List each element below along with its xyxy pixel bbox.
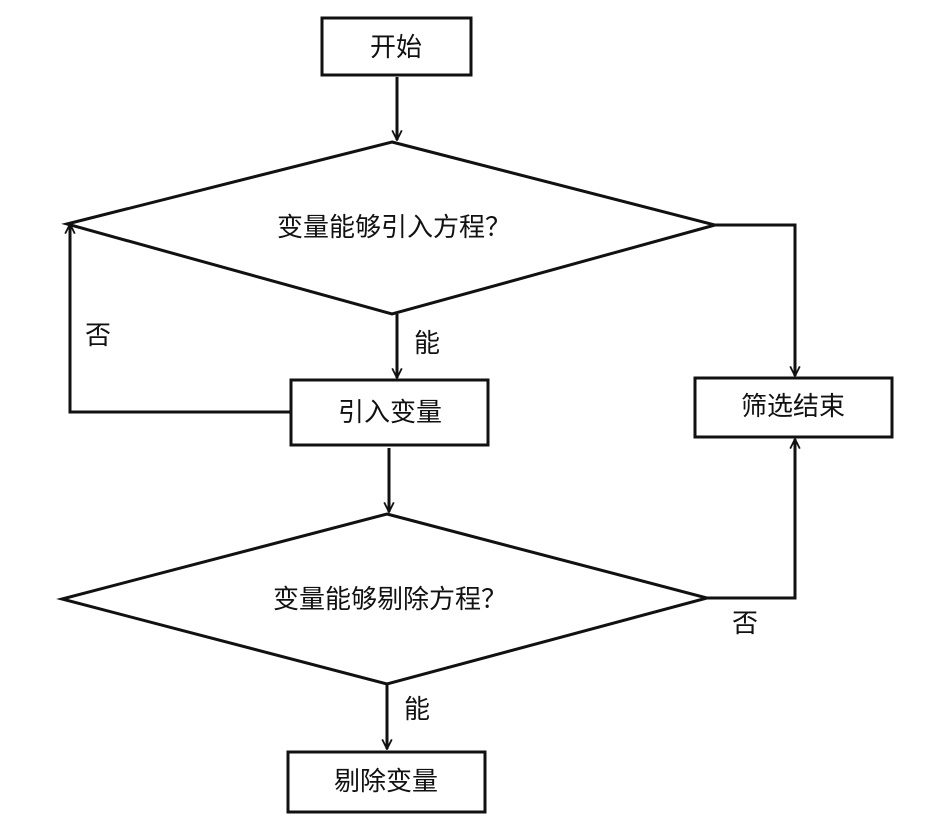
introduce-variable-label: 引入变量 [338,398,442,428]
edge-decision-introduce-no-to-end [715,223,795,376]
edge-label-remove-no: 否 [732,609,758,639]
edge-introduce-variable-loop-back [70,224,291,414]
decision-introduce-label: 变量能够引入方程？ [277,213,511,243]
decision-remove-node [56,512,713,686]
edge-label-introduce-yes: 能 [414,329,440,359]
end-label: 筛选结束 [741,392,845,422]
introduce-variable-node [289,378,490,447]
end-node [693,376,894,439]
remove-variable-label: 剔除变量 [334,767,438,797]
start-node [320,16,473,77]
remove-variable-node [286,750,487,814]
decision-remove-label: 变量能够剔除方程？ [273,585,507,615]
edge-decision-remove-no-to-end [707,439,795,600]
decision-introduce-node [61,140,721,316]
edge-label-introduce-no: 否 [85,321,111,351]
start-label: 开始 [370,33,422,63]
edge-label-remove-yes: 能 [404,695,430,725]
